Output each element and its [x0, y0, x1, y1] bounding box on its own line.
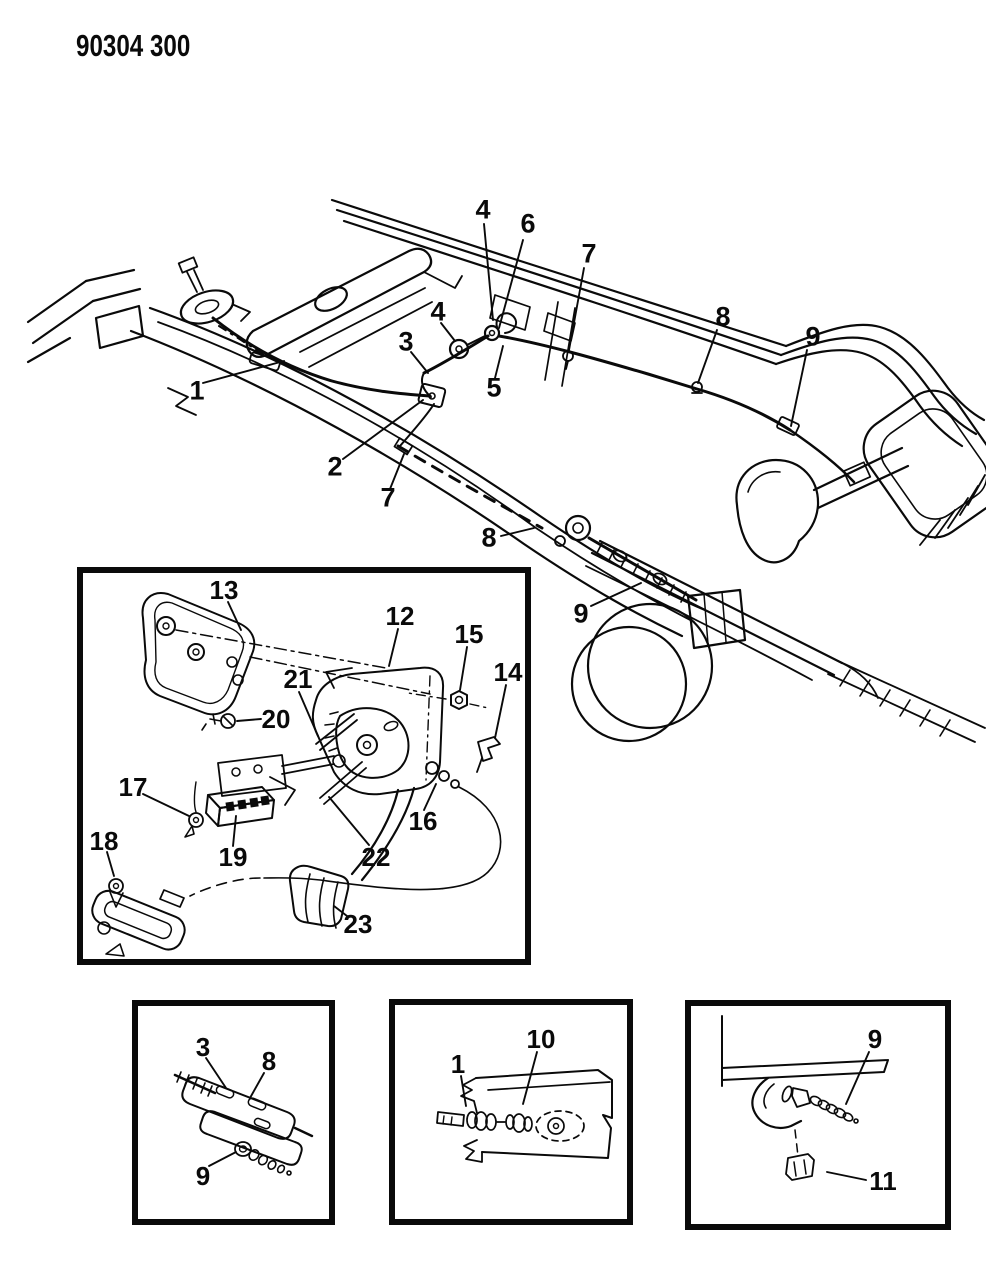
callout-6: 6 — [520, 208, 536, 239]
callout-9: 9 — [805, 321, 821, 352]
callout-22: 22 — [361, 842, 391, 872]
callout-5: 5 — [486, 372, 502, 403]
callout-15: 15 — [454, 619, 484, 649]
detail-box-left — [132, 1000, 335, 1225]
callout-16: 16 — [408, 806, 438, 836]
main-callout-leaders — [202, 223, 808, 607]
callout-box3-11: 11 — [869, 1166, 897, 1196]
callout-7: 7 — [581, 238, 597, 269]
callout-20: 20 — [261, 704, 291, 734]
callout-19: 19 — [218, 842, 248, 872]
callout-23: 23 — [343, 909, 373, 939]
detail-box-left-leaders — [205, 1057, 265, 1167]
callout-1: 1 — [189, 375, 205, 406]
callout-18: 18 — [89, 826, 119, 856]
callout-box1-3: 3 — [195, 1032, 211, 1062]
detail-box-middle — [389, 999, 633, 1225]
callout-3: 3 — [398, 326, 414, 357]
detail-box-left-art — [173, 1071, 314, 1176]
chassis-frame-art — [26, 198, 986, 743]
callout-4: 4 — [475, 194, 491, 225]
callout-14: 14 — [493, 657, 523, 687]
callout-17: 17 — [118, 772, 148, 802]
pedal-inset-art — [91, 592, 502, 957]
callout-12: 12 — [385, 601, 415, 631]
callout-box2-10: 10 — [526, 1024, 556, 1054]
callout-9b: 9 — [573, 598, 589, 629]
callout-8b: 8 — [481, 522, 497, 553]
detail-box-right — [685, 1000, 951, 1230]
detail-box-right-art — [721, 1015, 889, 1181]
callout-13: 13 — [209, 575, 239, 605]
detail-box-middle-art — [436, 1069, 613, 1163]
callout-box1-9: 9 — [195, 1161, 211, 1191]
callout-4b: 4 — [430, 296, 446, 327]
callout-2: 2 — [327, 451, 343, 482]
callout-box3-9: 9 — [867, 1024, 883, 1054]
detail-box-right-leaders — [826, 1051, 870, 1181]
part-number: 90304 300 — [76, 28, 191, 63]
callout-7b: 7 — [380, 482, 396, 513]
callout-21: 21 — [283, 664, 313, 694]
pedal-callout-leaders — [106, 601, 507, 917]
detail-box-middle-leaders — [460, 1051, 538, 1107]
pedal-inset-box — [77, 567, 531, 965]
callout-box1-8: 8 — [261, 1046, 277, 1076]
callout-8: 8 — [715, 301, 731, 332]
callout-box2-1: 1 — [450, 1049, 466, 1079]
